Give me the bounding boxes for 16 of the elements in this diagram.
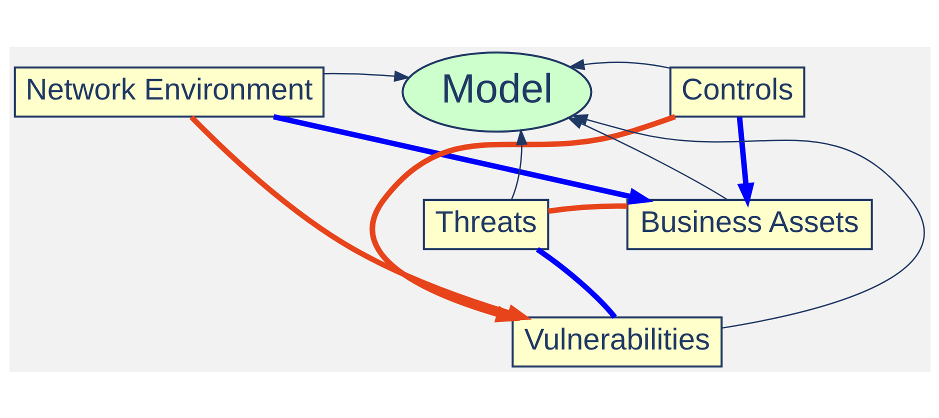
arrow (189, 114, 532, 320)
arrow (272, 114, 654, 204)
arrow (324, 70, 410, 82)
arrow (510, 128, 527, 200)
arrow (369, 114, 676, 322)
arrow (568, 58, 670, 70)
node-box: Network Environment (13, 66, 324, 118)
node-box: Business Assets (626, 198, 872, 250)
connector (535, 246, 616, 318)
arrow (570, 114, 924, 328)
connector (547, 202, 627, 214)
arrow (736, 116, 754, 208)
node-box: Vulnerabilities (511, 316, 722, 368)
node-box: Threats (422, 198, 549, 250)
node-box: Controls (668, 66, 805, 118)
node-ellipse: Model (401, 50, 592, 132)
